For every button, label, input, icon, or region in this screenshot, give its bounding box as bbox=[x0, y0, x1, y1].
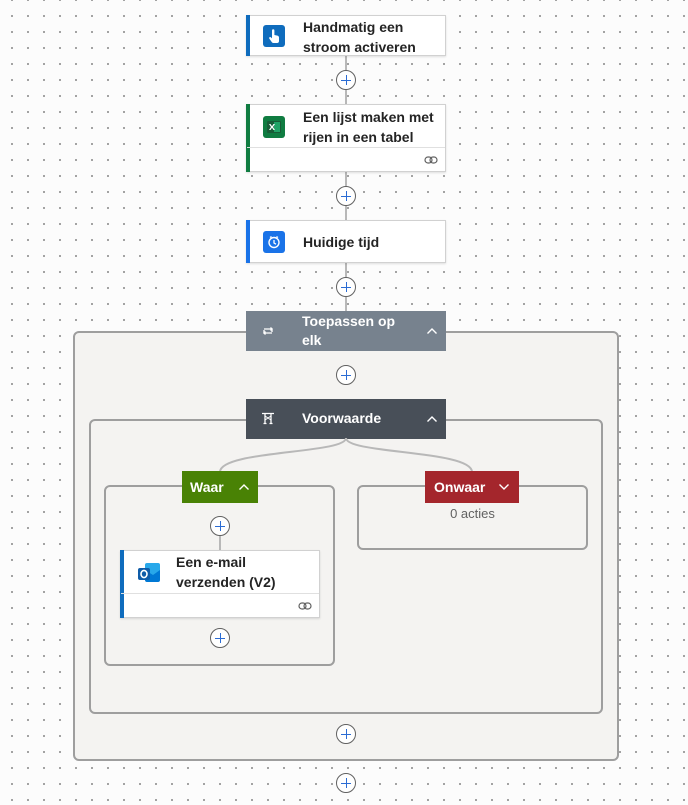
condition-icon bbox=[262, 412, 274, 425]
condition-header[interactable]: Voorwaarde bbox=[246, 399, 446, 439]
current-time-card[interactable]: Huidige tijd bbox=[246, 220, 446, 263]
apply-to-each-label-line1: Toepassen op bbox=[302, 313, 396, 329]
connector-line bbox=[219, 535, 221, 551]
outlook-icon bbox=[138, 563, 160, 582]
current-time-title: Huidige tijd bbox=[303, 234, 380, 250]
insert-step-button[interactable] bbox=[336, 773, 356, 793]
false-branch-empty-text: 0 acties bbox=[450, 506, 495, 521]
card-accent-bar bbox=[120, 550, 124, 618]
insert-step-button[interactable] bbox=[336, 277, 356, 297]
insert-step-button[interactable] bbox=[336, 186, 356, 206]
trigger-card[interactable]: Handmatig een stroom activeren bbox=[246, 15, 446, 56]
insert-step-button[interactable] bbox=[336, 70, 356, 90]
card-footer bbox=[121, 593, 319, 594]
excel-icon bbox=[263, 116, 285, 138]
insert-step-button[interactable] bbox=[336, 365, 356, 385]
email-title-line1: Een e-mail bbox=[176, 554, 247, 570]
insert-step-button[interactable] bbox=[210, 516, 230, 536]
chevron-down-icon[interactable] bbox=[498, 483, 510, 491]
trigger-title-line2: stroom activeren bbox=[303, 39, 416, 55]
connection-link-icon[interactable] bbox=[298, 601, 312, 611]
excel-list-rows-card[interactable]: Een lijst maken met rijen in een tabel bbox=[246, 104, 446, 172]
card-accent-bar bbox=[246, 220, 250, 263]
insert-step-button[interactable] bbox=[336, 724, 356, 744]
card-accent-bar bbox=[246, 104, 250, 172]
card-footer bbox=[247, 147, 445, 148]
card-accent-bar bbox=[246, 15, 250, 56]
excel-title-line2: rijen in een tabel bbox=[303, 129, 414, 145]
condition-label: Voorwaarde bbox=[302, 410, 382, 426]
chevron-up-icon[interactable] bbox=[426, 327, 438, 335]
insert-step-button[interactable] bbox=[210, 628, 230, 648]
apply-to-each-label-line2: elk bbox=[302, 332, 322, 348]
connection-link-icon[interactable] bbox=[424, 155, 438, 165]
send-email-card[interactable]: Een e-mail verzenden (V2) bbox=[120, 550, 320, 618]
trigger-title-line1: Handmatig een bbox=[303, 19, 404, 35]
true-branch-label: Waar bbox=[190, 479, 224, 495]
chevron-up-icon[interactable] bbox=[238, 483, 250, 491]
loop-icon bbox=[263, 327, 273, 335]
false-branch-header[interactable]: Onwaar bbox=[425, 471, 519, 503]
branch-connectors bbox=[219, 438, 473, 473]
false-branch-label: Onwaar bbox=[434, 479, 486, 495]
chevron-up-icon[interactable] bbox=[426, 415, 438, 423]
apply-to-each-header[interactable]: Toepassen op elk bbox=[246, 311, 446, 351]
hand-tap-icon bbox=[263, 25, 285, 47]
clock-icon bbox=[263, 231, 285, 253]
excel-title-line1: Een lijst maken met bbox=[303, 109, 434, 125]
email-title-line2: verzenden (V2) bbox=[176, 574, 276, 590]
true-branch-header[interactable]: Waar bbox=[182, 471, 258, 503]
